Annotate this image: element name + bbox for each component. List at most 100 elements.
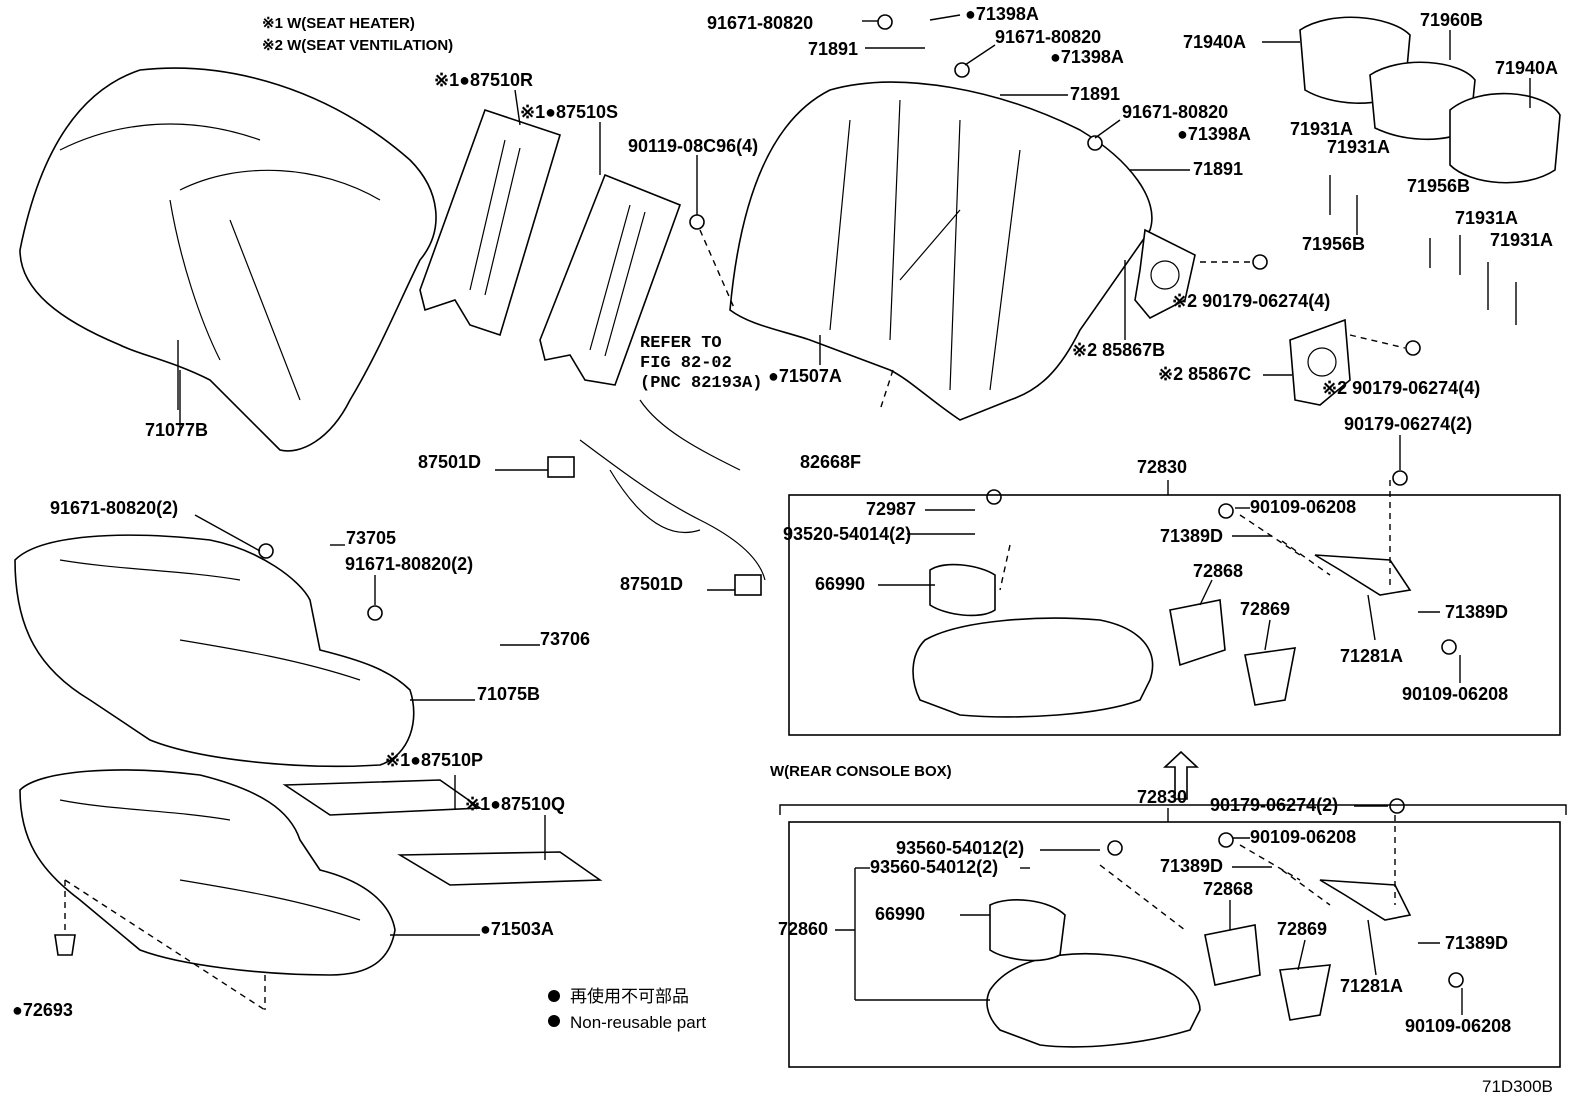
heater-pad-q-shape	[397, 851, 603, 886]
label-71931A-a: 71931A	[1290, 119, 1353, 139]
part-labels: 71077B ※1●87510R ※1●87510S 87501D 87501D…	[12, 4, 1558, 1036]
label-85867C: ※2 85867C	[1158, 364, 1251, 384]
lid-66990-upper-shape	[929, 563, 996, 617]
lid-66990-lower-shape	[989, 899, 1066, 962]
seatback-cover-shape	[19, 67, 437, 452]
label-91671-2a: 91671-80820(2)	[50, 498, 178, 518]
label-71389D-d: 71389D	[1445, 933, 1508, 953]
heater-pad-s-shape	[539, 173, 682, 386]
label-82668F: 82668F	[800, 452, 861, 472]
label-91671-a: 91671-80820	[707, 13, 813, 33]
label-72830-b: 72830	[1137, 787, 1187, 807]
label-90109-a: 90109-06208	[1250, 497, 1356, 517]
label-71507A: ●71507A	[768, 366, 842, 386]
label-71940A-a: 71940A	[1183, 32, 1246, 52]
leader-lines	[179, 14, 1531, 1015]
label-66990-b: 66990	[875, 904, 925, 924]
label-71931A-d: 71931A	[1490, 230, 1553, 250]
armrest-upper-shape	[912, 617, 1154, 718]
hinge-71281A-upper-shape	[1314, 554, 1412, 596]
label-71281A-b: 71281A	[1340, 976, 1403, 996]
label-72869-a: 72869	[1240, 599, 1290, 619]
label-87501D-b: 87501D	[620, 574, 683, 594]
label-91671-c: 91671-80820	[1122, 102, 1228, 122]
label-87510R: ※1●87510R	[434, 70, 533, 90]
label-90179-4b: ※2 90179-06274(4)	[1322, 378, 1480, 398]
label-71281A-a: 71281A	[1340, 646, 1403, 666]
label-71931A-c: 71931A	[1455, 208, 1518, 228]
clip-72693-shape	[54, 934, 76, 956]
label-72987: 72987	[866, 499, 916, 519]
label-72860: 72860	[778, 919, 828, 939]
label-90119: 90119-08C96(4)	[628, 136, 758, 156]
heater-pad-r-shape	[419, 108, 561, 337]
label-71940A-b: 71940A	[1495, 58, 1558, 78]
label-93560-a: 93560-54012(2)	[896, 838, 1024, 858]
hinge-71281A-lower-shape	[1319, 879, 1412, 921]
bracket-72868-lower-shape	[1204, 924, 1261, 986]
label-90109-d: 90109-06208	[1405, 1016, 1511, 1036]
legend-jp: 再使用不可部品	[570, 986, 689, 1006]
console-note: W(REAR CONSOLE BOX)	[770, 763, 952, 780]
label-87510Q: ※1●87510Q	[465, 794, 565, 814]
label-71398A-b: ●71398A	[1050, 47, 1124, 67]
label-71891-a: 71891	[808, 39, 858, 59]
label-71956B-a: 71956B	[1407, 176, 1470, 196]
legend-en: Non-reusable part	[570, 1013, 706, 1032]
cushion-pad-shape	[19, 769, 396, 976]
fan-85867C-shape	[1289, 318, 1351, 406]
label-91671-2b: 91671-80820(2)	[345, 554, 473, 574]
label-71960B: 71960B	[1420, 10, 1483, 30]
label-72830-a: 72830	[1137, 457, 1187, 477]
label-72869-b: 72869	[1277, 919, 1327, 939]
seatback-pad-shape	[729, 81, 1153, 421]
label-71075B: 71075B	[477, 684, 540, 704]
fan-85867B-shape	[1134, 228, 1196, 320]
label-90179-2b: 90179-06274(2)	[1210, 795, 1338, 815]
dashed-lines	[64, 229, 1406, 1011]
console-bracket	[779, 804, 1567, 815]
armrest-frame-upper	[788, 494, 1561, 736]
note-seat-heater: ※1 W(SEAT HEATER)	[262, 15, 415, 32]
label-71398A-a: ●71398A	[965, 4, 1039, 24]
armrest-frame-lower	[788, 821, 1561, 1068]
refer-line-3: (PNC 82193A)	[640, 374, 762, 393]
up-arrow	[1162, 750, 1200, 800]
refer-line-2: FIG 82-02	[640, 354, 732, 373]
refer-line-1: REFER TO	[640, 334, 722, 353]
label-71891-b: 71891	[1070, 84, 1120, 104]
label-90179-4a: ※2 90179-06274(4)	[1172, 291, 1330, 311]
label-71891-c: 71891	[1193, 159, 1243, 179]
heater-pad-p-shape	[282, 779, 483, 816]
label-85867B: ※2 85867B	[1072, 340, 1165, 360]
console-box-shape	[986, 952, 1201, 1048]
figure-code: 71D300B	[1482, 1077, 1553, 1096]
label-72693: ●72693	[12, 1000, 73, 1020]
label-71503A: ●71503A	[480, 919, 554, 939]
label-87510P: ※1●87510P	[385, 750, 483, 770]
label-71077B: 71077B	[145, 420, 208, 440]
wire-harness-shape	[579, 399, 766, 581]
label-72868-b: 72868	[1203, 879, 1253, 899]
label-73705: 73705	[346, 528, 396, 548]
label-72868-a: 72868	[1193, 561, 1243, 581]
label-71931A-b: 71931A	[1327, 137, 1390, 157]
note-seat-ventilation: ※2 W(SEAT VENTILATION)	[262, 37, 453, 54]
label-90109-c: 90109-06208	[1250, 827, 1356, 847]
label-90109-b: 90109-06208	[1402, 684, 1508, 704]
label-93520: 93520-54014(2)	[783, 524, 911, 544]
part-shapes	[14, 14, 1561, 1048]
bracket-72869-upper-shape	[1244, 647, 1296, 706]
headrest-71940A-right-shape	[1449, 92, 1561, 184]
bracket-72868-upper-shape	[1169, 599, 1226, 667]
legend-dot-jp	[548, 990, 560, 1002]
label-91671-b: 91671-80820	[995, 27, 1101, 47]
label-73706: 73706	[540, 629, 590, 649]
label-71398A-c: ●71398A	[1177, 124, 1251, 144]
label-66990-a: 66990	[815, 574, 865, 594]
label-71389D-b: 71389D	[1445, 602, 1508, 622]
label-90179-2a: 90179-06274(2)	[1344, 414, 1472, 434]
label-71389D-a: 71389D	[1160, 526, 1223, 546]
label-71956B-b: 71956B	[1302, 234, 1365, 254]
